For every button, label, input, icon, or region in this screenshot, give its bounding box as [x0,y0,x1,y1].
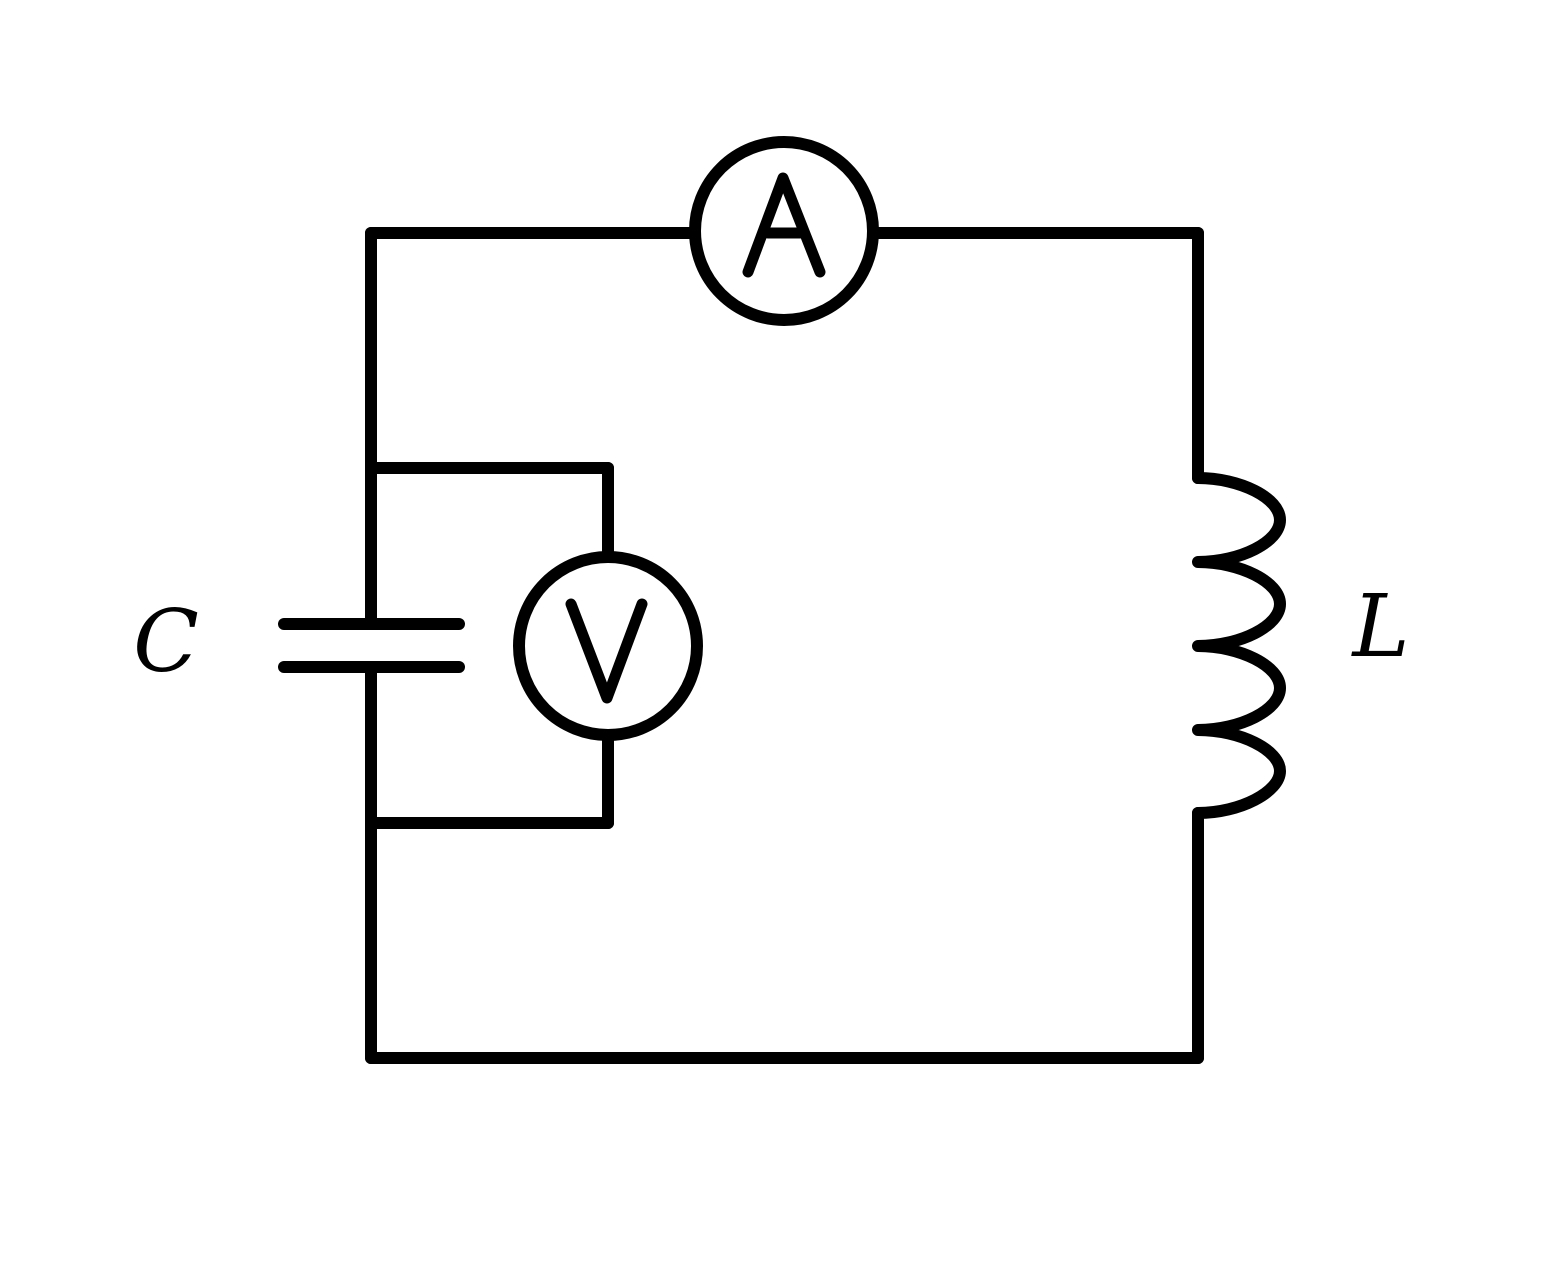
voltmeter [513,551,703,741]
inductor-label: L [1350,577,1409,677]
main-loop-wires [365,227,1204,1064]
inductor-coil [1192,472,1286,819]
ammeter-symbol [742,172,826,278]
voltmeter-symbol [565,598,648,704]
voltmeter-branch-wires [365,462,614,829]
voltmeter-ring [513,551,703,741]
capacitor-label: C [133,592,199,692]
ammeter [689,136,879,326]
inductor: L [1192,472,1410,819]
capacitor: C [133,592,465,692]
